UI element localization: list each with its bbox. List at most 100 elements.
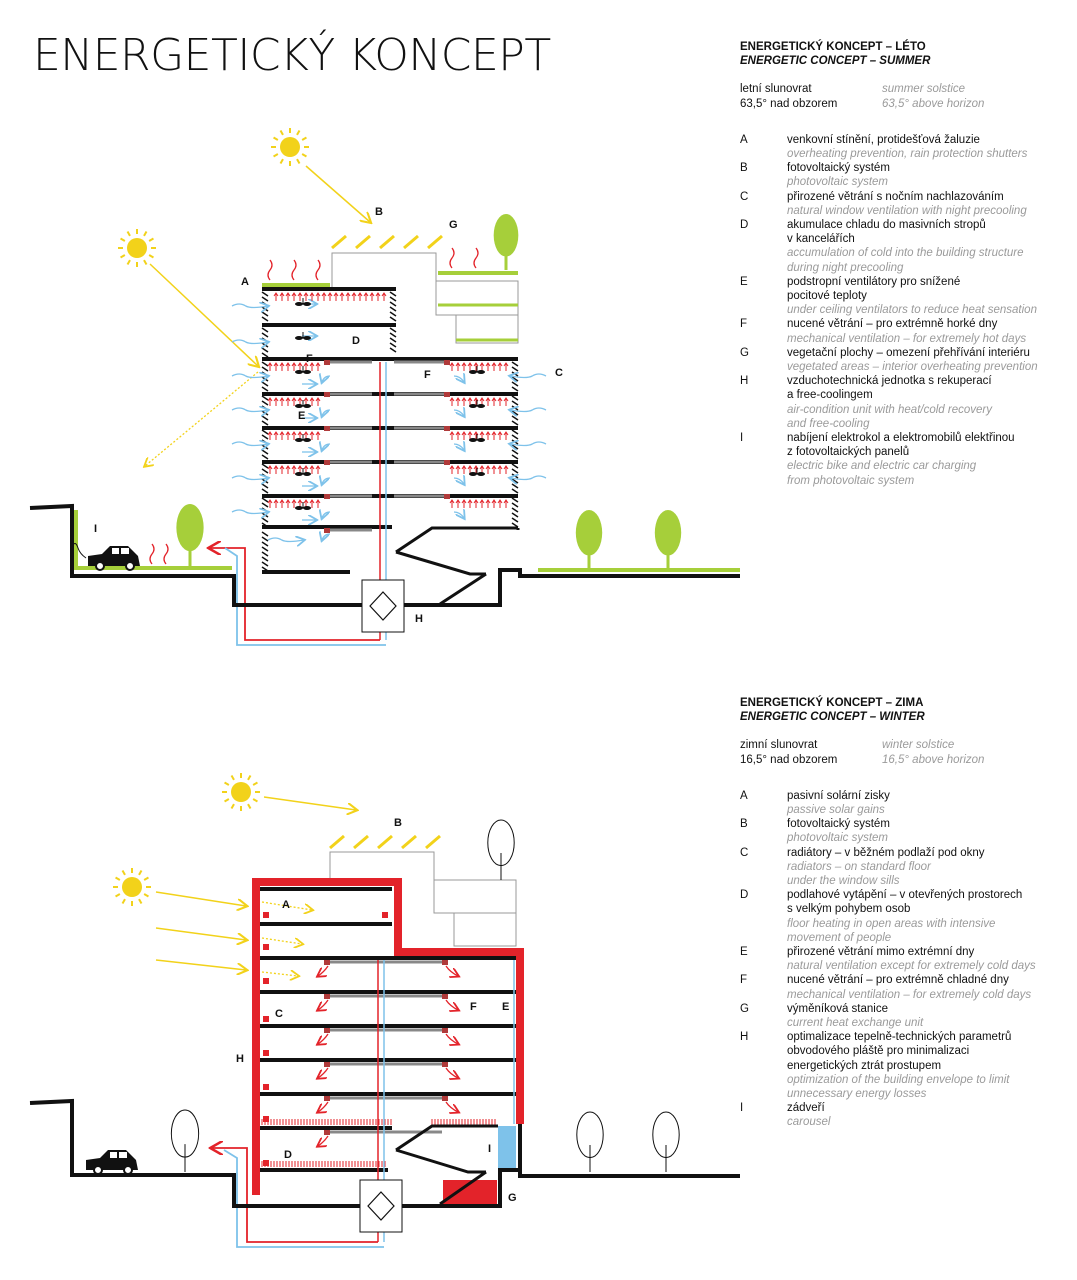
duct-outlet: [324, 528, 330, 533]
label-E: E: [502, 1001, 509, 1013]
duct-outlet: [324, 1130, 330, 1135]
sun-ray: [263, 796, 356, 810]
solstice-en-line: winter solstice: [882, 739, 955, 752]
legend-text-en: photovoltaic system: [787, 832, 888, 845]
winter-heading-en: ENERGETIC CONCEPT – WINTER: [740, 711, 925, 724]
legend-letter: E: [740, 275, 748, 288]
legend-letter: I: [740, 1102, 744, 1115]
legend-text-en: mechanical ventilation – for extremely h…: [787, 332, 1027, 345]
garage-ramp: [395, 1124, 498, 1206]
summer-heading-cz: ENERGETICKÝ KONCEPT – LÉTO: [740, 41, 926, 53]
label-H: H: [415, 613, 423, 625]
legend-letter: D: [740, 889, 749, 902]
summer-labels: A B C D E F F G H I: [94, 206, 563, 625]
cold-accumulation-arrows: [267, 292, 509, 508]
legend-text-en: under the window sills: [787, 875, 900, 888]
ground-line: [29, 1098, 740, 1208]
heat-squiggles: [149, 543, 169, 565]
legend-text-cz: vzduchotechnická jednotka s rekuperací: [787, 375, 992, 388]
legend-letter: G: [740, 1002, 749, 1015]
legend-letter: I: [740, 432, 744, 445]
legend-text-en: mechanical ventilation – for extremely c…: [787, 988, 1032, 1001]
heat-recovery-icon: [369, 591, 397, 621]
duct-outlet: [442, 1028, 448, 1033]
floor-heating: [261, 1119, 496, 1167]
label-G: G: [508, 1192, 517, 1204]
winter-floor-slabs: [260, 887, 516, 1172]
tree-icon: [170, 819, 680, 1172]
tree-icon: [176, 214, 682, 570]
legend-text-en: unnecessary energy losses: [787, 1088, 927, 1101]
legend-text-en: floor heating in open areas with intensi…: [787, 917, 996, 930]
duct-outlet: [442, 994, 448, 999]
legend-text-cz: akumulace chladu do masivních stropů: [787, 219, 986, 232]
sun-ray: [155, 927, 246, 940]
summer-heading-en: ENERGETIC CONCEPT – SUMMER: [740, 55, 931, 68]
solstice-cz-line: zimní slunovrat: [740, 739, 818, 752]
label-F: F: [424, 369, 431, 381]
pv-panels: [331, 234, 443, 250]
fresh-air-intake: [223, 1149, 384, 1248]
sun-ray: [155, 959, 246, 970]
legend-text-cz: v kancelářích: [787, 233, 855, 246]
label-F: F: [470, 1001, 477, 1013]
duct-outlet: [442, 1062, 448, 1067]
ground-line: [29, 503, 740, 607]
legend-text-cz: přirozené větrání s nočním nachlazováním: [787, 190, 1004, 203]
sun-icon: [271, 128, 309, 166]
label-B: B: [375, 206, 383, 218]
sun-ray: [305, 165, 370, 222]
legend-text-cz: fotovoltaický systém: [787, 162, 890, 175]
label-E: E: [298, 410, 305, 422]
legend-text-en: radiators – on standard floor: [787, 860, 931, 873]
legend-text-cz: podlahové vytápění – v otevřených prosto…: [787, 889, 1023, 902]
summer-diagram: A B C D E F F G H I: [29, 128, 740, 646]
summer-floor-slabs: [262, 287, 518, 533]
label-G: G: [449, 219, 458, 231]
legend-text-cz: z fotovoltaických panelů: [787, 446, 910, 459]
duct-outlet: [444, 426, 450, 431]
legend-text-en: during night precooling: [787, 261, 904, 274]
legend-text-en: air-condition unit with heat/cold recove…: [787, 403, 992, 416]
heat-squiggles: [267, 247, 479, 281]
winter-solstice: zimní slunovrat 16,5° nad obzorem winter…: [740, 738, 1070, 766]
duct-outlet: [324, 960, 330, 965]
legend-letter: H: [740, 1031, 749, 1044]
legend-text-cz: zádveří: [787, 1102, 825, 1115]
ahu-unit: [359, 1179, 403, 1233]
exhaust-air: [212, 1148, 378, 1243]
legend-text-cz: podstropní ventilátory pro snížené: [787, 275, 961, 288]
sun-ray: [155, 891, 246, 906]
legend-letter: F: [740, 974, 748, 987]
label-I: I: [488, 1143, 491, 1155]
label-A: A: [282, 899, 290, 911]
duct-outlet: [324, 1028, 330, 1033]
thermal-envelope: [252, 878, 524, 1195]
heat-recovery-icon: [367, 1191, 395, 1221]
legend-text-cz: pasivní solární zisky: [787, 789, 890, 802]
legend-text-en: vegetated areas – interior overheating p…: [787, 361, 1038, 374]
solstice-en-line: summer solstice: [882, 83, 966, 96]
legend-text-cz: optimalizace tepelně-technických paramet…: [787, 1031, 1012, 1044]
winter-labels: A B C D E F G H I: [236, 817, 517, 1204]
legend-text-cz: nabíjení elektrokol a elektromobilů elek…: [787, 432, 1015, 445]
duct-outlet: [444, 460, 450, 465]
label-H: H: [236, 1053, 244, 1065]
legend-text-en: overheating prevention, rain protection …: [787, 148, 1028, 161]
ceiling-fan-icon: [295, 298, 485, 510]
legend-text-cz: fotovoltaický systém: [787, 818, 890, 831]
duct-outlet: [324, 360, 330, 365]
